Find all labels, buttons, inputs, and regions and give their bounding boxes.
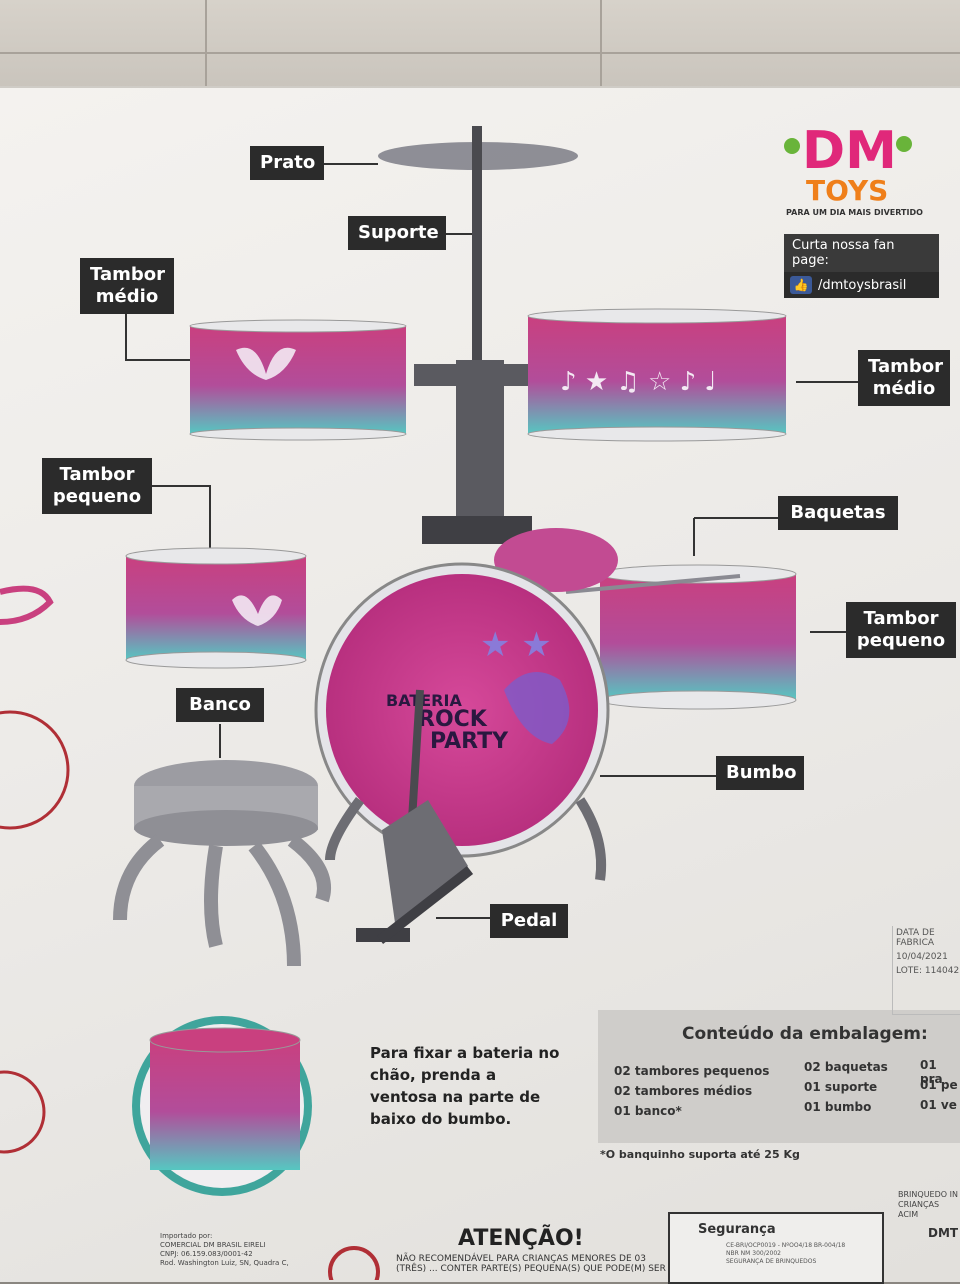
safety-box: Segurança CE-BRI/OCP0019 - NºOO4/18 BR-0… <box>668 1212 884 1284</box>
label-suporte: Suporte <box>348 216 446 250</box>
contents-item: 01 ve <box>920 1098 957 1112</box>
floor-tom <box>494 528 618 592</box>
cymbal-stand <box>472 126 482 536</box>
contents-item: 01 pe <box>920 1078 958 1092</box>
safety-line: NBR NM 300/2002 <box>726 1250 781 1257</box>
tile-grout <box>0 52 960 54</box>
label-tambor-medio-right: Tambor médio <box>858 350 950 406</box>
label-bumbo: Bumbo <box>716 756 804 790</box>
contents-item: 01 pra <box>920 1058 943 1086</box>
label-pedal: Pedal <box>490 904 568 938</box>
safety-title: Segurança <box>698 1222 776 1237</box>
bass-head-line3: PARTY <box>430 729 509 754</box>
contents-item: 01 banco* <box>614 1104 682 1118</box>
contents-item: 02 tambores pequenos <box>614 1064 770 1078</box>
instruction-text: Para fixar a bateria no chão, prenda a v… <box>370 1044 560 1128</box>
contents-title: Conteúdo da embalagem: <box>682 1024 928 1044</box>
safety-line: CE-BRI/OCP0019 - NºOO4/18 BR-004/18 <box>726 1242 846 1249</box>
svg-text:♪ ★ ♫ ☆ ♪ ♩: ♪ ★ ♫ ☆ ♪ ♩ <box>560 367 717 397</box>
svg-text:DM: DM <box>802 121 897 181</box>
fabrication-date: 10/04/2021 <box>896 952 948 962</box>
tile-grout <box>600 0 602 90</box>
safety-text: CE-BRI/OCP0019 - NºOO4/18 BR-004/18 NBR … <box>726 1242 845 1266</box>
leader-lines <box>125 163 858 919</box>
safety-line: SEGURANÇA DE BRINQUEDOS <box>726 1258 817 1265</box>
side-line: CRIANÇAS ACIM <box>898 1200 940 1219</box>
logo-tagline: PARA UM DIA MAIS DIVERTIDO <box>786 208 923 217</box>
importer-line: COMERCIAL DM BRASIL EIRELI <box>160 1241 266 1249</box>
label-banco: Banco <box>176 688 264 722</box>
side-text: BRINQUEDO IN CRIANÇAS ACIM <box>898 1190 960 1220</box>
importer-info: Importado por: COMERCIAL DM BRASIL EIREL… <box>160 1232 330 1268</box>
contents-item: 01 suporte <box>804 1080 878 1094</box>
fabrication-box: DATA DE FABRICA 10/04/2021 LOTE: 114042 <box>892 926 960 1015</box>
inset-photo <box>132 1016 312 1196</box>
contents-panel: Conteúdo da embalagem: 02 tambores peque… <box>598 1010 960 1143</box>
tom-pequeno-left <box>125 547 307 669</box>
svg-text:TOYS: TOYS <box>806 174 888 207</box>
svg-text:★ ★: ★ ★ <box>480 625 552 665</box>
fan-row: 👍 /dmtoysbrasil <box>784 272 939 298</box>
fan-title: Curta nossa fan page: <box>784 234 939 272</box>
bass-head-line2: ROCK <box>418 707 488 732</box>
label-tambor-medio-left: Tambor médio <box>80 258 174 314</box>
dm-toys-logo: DM TOYS <box>784 121 912 207</box>
contents-note: *O banquinho suporta até 25 Kg <box>600 1148 800 1161</box>
tom-medio-right: ♪ ★ ♫ ☆ ♪ ♩ <box>527 308 787 442</box>
importer-line: CNPJ: 06.159.083/0001-42 <box>160 1250 253 1258</box>
label-prato: Prato <box>250 146 324 180</box>
contents-item: 01 bumbo <box>804 1100 872 1114</box>
fan-page-box: Curta nossa fan page: 👍 /dmtoysbrasil <box>784 234 939 298</box>
fan-handle: /dmtoysbrasil <box>818 277 907 293</box>
product-code: DMT <box>928 1226 959 1240</box>
bass-drum: BATERIA ROCK PARTY ★ ★ <box>314 562 610 858</box>
label-tambor-pequeno-left: Tambor pequeno <box>42 458 152 514</box>
bass-head-line1: BATERIA <box>386 691 462 710</box>
side-line: BRINQUEDO IN <box>898 1190 958 1199</box>
tom-pequeno-right <box>565 564 797 710</box>
contents-item: 02 tambores médios <box>614 1084 753 1098</box>
contents-item: 02 baquetas <box>804 1060 888 1074</box>
stool <box>113 760 331 967</box>
label-tambor-pequeno-right: Tambor pequeno <box>846 602 956 658</box>
tom-medio-left <box>189 319 407 441</box>
pedal <box>356 689 474 944</box>
fabrication-lote: LOTE: 114042 <box>896 966 960 976</box>
importer-line: Rod. Washington Luiz, SN, Quadra C, <box>160 1259 289 1267</box>
tile-grout <box>205 0 207 90</box>
fabrication-label: DATA DE FABRICA <box>896 928 935 948</box>
importer-line: Importado por: <box>160 1232 213 1240</box>
warning-title: ATENÇÃO! <box>458 1226 584 1251</box>
thumbs-up-icon: 👍 <box>790 276 812 294</box>
label-baquetas: Baquetas <box>778 496 898 530</box>
warning-text: NÃO RECOMENDÁVEL PARA CRIANÇAS MENORES D… <box>396 1254 666 1274</box>
